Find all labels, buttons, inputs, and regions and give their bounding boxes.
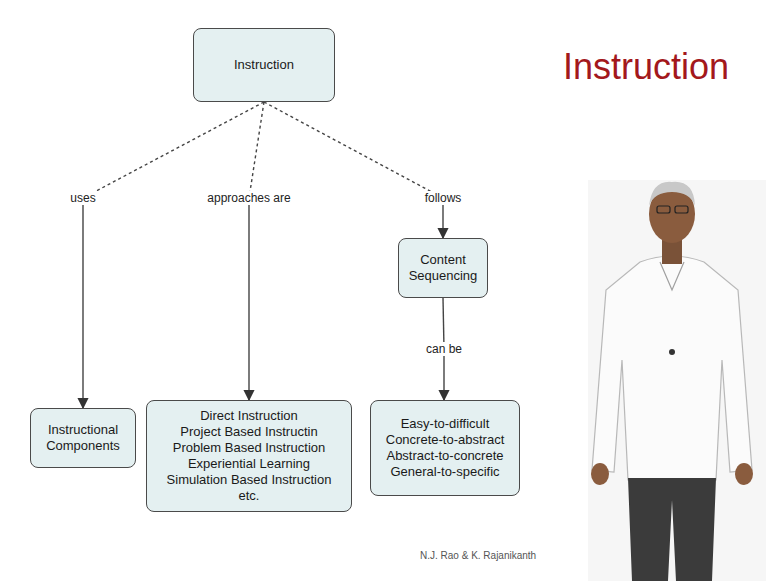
- concept-box: Content Sequencing: [398, 238, 488, 298]
- concept-text: Simulation Based Instruction: [167, 472, 332, 488]
- link-label: uses: [67, 191, 98, 205]
- shirt: [592, 256, 752, 480]
- concept-text: etc.: [239, 488, 260, 504]
- concept-text: Abstract-to-concrete: [386, 448, 503, 464]
- presenter-figure: [588, 180, 766, 581]
- concept-link: [249, 102, 264, 400]
- concept-text: Instructional Components: [39, 422, 127, 454]
- concept-box: Instruction: [193, 28, 335, 102]
- concept-link: [264, 102, 443, 238]
- link-label: can be: [423, 342, 465, 356]
- link-label: follows: [422, 191, 465, 205]
- concept-text: Content Sequencing: [407, 252, 479, 284]
- concept-box: Direct InstructionProject Based Instruct…: [146, 400, 352, 512]
- link-label: approaches are: [204, 191, 293, 205]
- concept-text: Easy-to-difficult: [401, 416, 490, 432]
- credit-note: N.J. Rao & K. Rajanikanth: [420, 550, 536, 561]
- concept-text: Direct Instruction: [200, 408, 298, 424]
- concept-text: Project Based Instructin: [180, 424, 317, 440]
- concept-text: Problem Based Instruction: [173, 440, 325, 456]
- concept-box: Easy-to-difficultConcrete-to-abstractAbs…: [370, 400, 520, 496]
- concept-text: Concrete-to-abstract: [386, 432, 505, 448]
- concept-box: Instructional Components: [30, 408, 136, 468]
- concept-text: General-to-specific: [390, 464, 499, 480]
- concept-text: Experiential Learning: [188, 456, 310, 472]
- slide-title: Instruction: [563, 46, 729, 88]
- concept-link: [83, 102, 264, 408]
- trousers: [628, 478, 716, 581]
- concept-text: Instruction: [234, 57, 294, 73]
- backdrop: [588, 180, 766, 581]
